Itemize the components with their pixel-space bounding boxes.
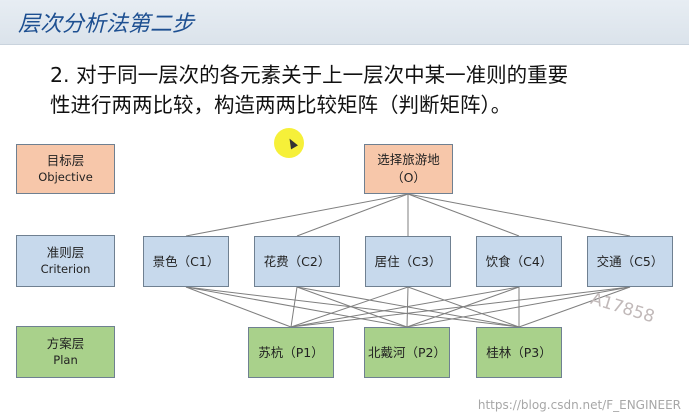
link-c1-p2 [185,286,408,328]
plan-label: 桂林（P3） [486,344,552,360]
level-objective-cn: 目标层 [46,153,85,168]
criterion-label: 景色（C1） [152,253,220,269]
body-line-2: 性进行两两比较，构造两两比较矩阵（判断矩阵）。 [50,93,512,117]
link-goal-c1 [185,193,409,237]
level-plan-en: Plan [53,353,78,367]
link-goal-c4 [407,193,520,237]
body-text: 2. 对于同一层次的各元素关于上一层次中某一准则的重要 性进行两两比较，构造两两… [50,60,670,120]
level-plan: 方案层 Plan [16,326,115,378]
criterion-label: 交通（C5） [596,253,664,269]
link-c3-p2 [406,286,409,328]
level-plan-cn: 方案层 [46,336,85,351]
level-criterion-en: Criterion [40,262,91,276]
plan-label: 北戴河（P2） [368,344,446,360]
criterion-node-c1: 景色（C1） [143,236,229,287]
goal-node: 选择旅游地 （O） [364,144,453,194]
goal-code: （O） [391,170,426,185]
goal-label: 选择旅游地 [377,152,440,167]
criterion-node-c5: 交通（C5） [587,236,673,287]
link-c3-p1 [290,286,409,328]
link-c5-p1 [290,286,631,328]
link-c2-p2 [296,286,408,328]
link-c2-p3 [296,286,520,328]
criterion-node-c2: 花费（C2） [254,236,340,287]
title-bar: 层次分析法第二步 [0,0,689,45]
criterion-label: 饮食（C4） [485,253,553,269]
criterion-node-c4: 饮食（C4） [476,236,562,287]
page-title: 层次分析法第二步 [18,12,195,37]
plan-node-p3: 桂林（P3） [476,327,562,378]
criterion-node-c3: 居住（C3） [365,236,451,287]
link-goal-c5 [407,193,631,237]
plan-node-p1: 苏杭（P1） [248,327,334,378]
source-credit: https://blog.csdn.net/F_ENGINEER [477,398,681,412]
level-criterion-cn: 准则层 [46,245,85,260]
link-c2-p1 [290,286,298,328]
link-c3-p3 [407,286,520,328]
criterion-label: 花费（C2） [263,253,331,269]
cursor-highlight [274,128,304,158]
link-c1-p3 [185,286,520,328]
criterion-label: 居住（C3） [374,253,442,269]
plan-label: 苏杭（P1） [258,344,324,360]
link-c4-p1 [290,286,520,328]
level-objective: 目标层 Objective [16,144,115,194]
watermark: A17858 [588,289,657,328]
level-objective-en: Objective [38,170,93,184]
link-c4-p2 [406,286,520,328]
plan-node-p2: 北戴河（P2） [364,327,450,378]
body-line-1: 2. 对于同一层次的各元素关于上一层次中某一准则的重要 [50,63,569,87]
link-goal-c2 [296,193,409,237]
level-criterion: 准则层 Criterion [16,235,115,287]
link-c1-p1 [185,286,292,328]
